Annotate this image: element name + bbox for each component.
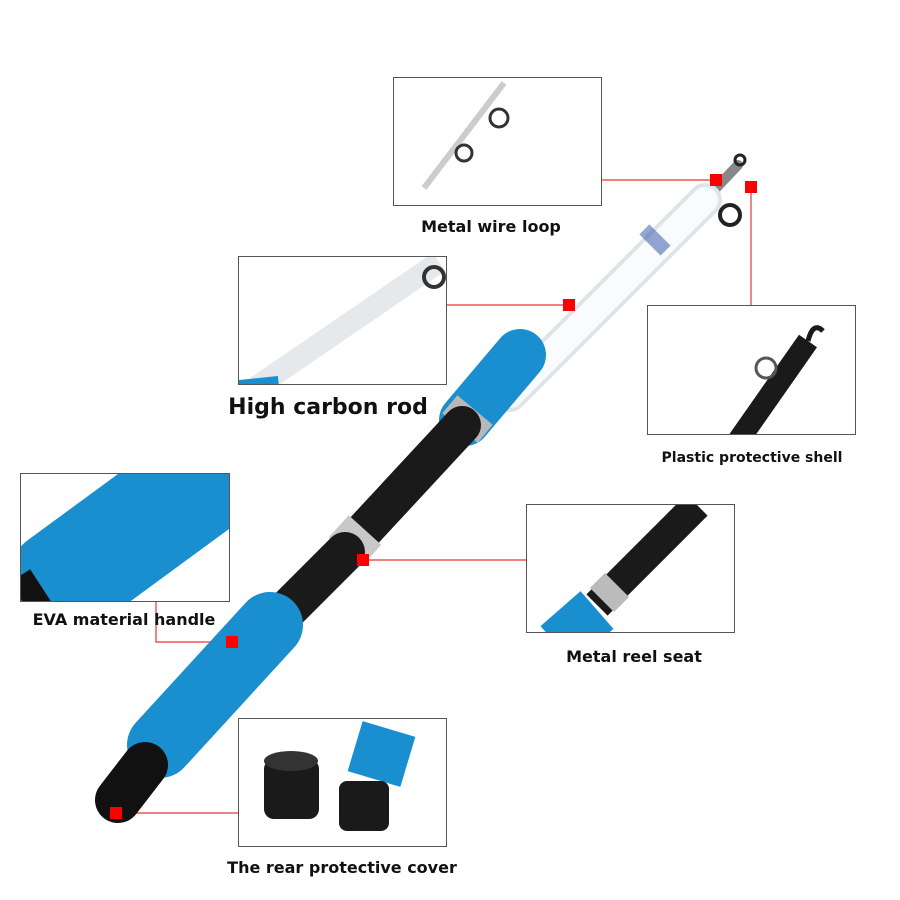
label-protective-shell: Plastic protective shell [661,450,843,466]
label-reel-seat: Metal reel seat [566,647,702,666]
detail-image-wire-loop [393,77,602,206]
detail-image-reel-seat [526,504,735,633]
callout-markers [110,174,757,819]
detail-image-carbon-rod [238,256,447,385]
rod [95,153,747,823]
detail-image-eva-handle [20,473,230,602]
label-wire-loop: Metal wire loop [421,217,561,236]
label-eva-handle: EVA material handle [32,610,216,629]
label-carbon-rod: High carbon rod [228,395,428,420]
label-rear-cover: The rear protective cover [227,858,457,877]
detail-image-protective-shell [647,305,856,435]
detail-image-rear-cover [238,718,447,847]
